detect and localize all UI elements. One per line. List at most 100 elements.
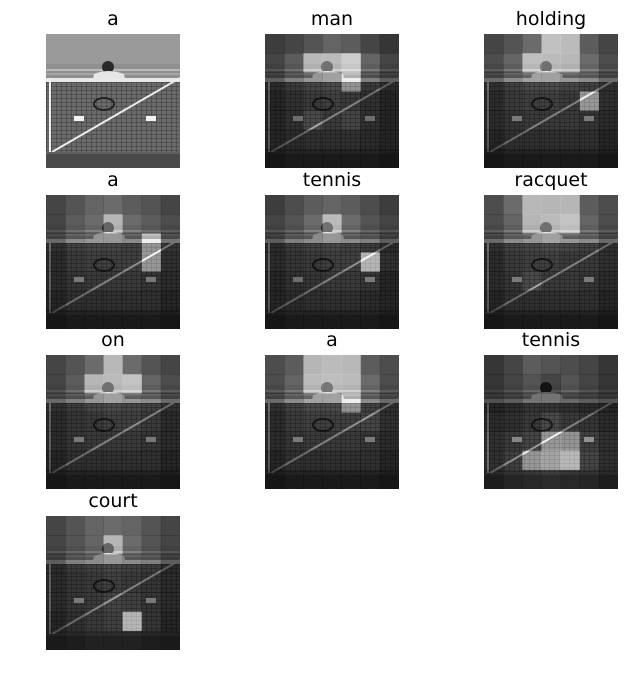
heat-cell	[103, 431, 123, 452]
heat-cell	[341, 72, 362, 92]
heat-cell	[84, 431, 104, 452]
heat-cell	[560, 252, 581, 272]
heat-cell	[579, 252, 600, 272]
heat-cell	[522, 91, 542, 111]
heat-cell	[141, 535, 162, 555]
heat-cell	[160, 630, 180, 650]
heat-cell	[598, 214, 618, 234]
heat-cell	[103, 393, 123, 413]
heat-cell	[265, 252, 285, 272]
heat-cell	[579, 129, 600, 150]
panel-word: on	[101, 329, 125, 351]
heat-cell	[522, 412, 542, 432]
heat-cell	[503, 129, 523, 150]
heat-cell	[379, 214, 399, 234]
heat-cell	[560, 148, 581, 168]
heat-cell	[265, 393, 285, 413]
heat-cell	[84, 309, 104, 329]
heat-cell	[141, 233, 162, 253]
heat-cell	[84, 271, 104, 292]
heat-cell	[379, 431, 399, 452]
heat-cell	[379, 355, 399, 375]
heat-cell	[65, 374, 85, 394]
heat-cell	[522, 290, 542, 311]
heat-cell	[141, 630, 162, 650]
heat-cell	[598, 195, 618, 215]
heat-cell	[65, 592, 85, 613]
heat-cell	[522, 431, 542, 452]
heat-cell	[103, 592, 123, 613]
heat-cell	[341, 355, 362, 375]
heat-cell	[160, 214, 180, 234]
heat-cell	[522, 450, 542, 471]
heat-cell	[284, 290, 304, 311]
heat-cell	[379, 309, 399, 329]
heat-cell	[503, 72, 523, 92]
heat-cell	[265, 290, 285, 311]
heat-cell	[360, 148, 381, 168]
heat-cell	[46, 535, 66, 555]
heat-cell	[265, 195, 285, 215]
heat-cell	[560, 53, 581, 73]
heat-cell	[360, 431, 381, 452]
heat-cell	[284, 233, 304, 253]
heat-cell	[103, 290, 123, 311]
heat-cell	[484, 412, 504, 432]
heat-cell	[284, 252, 304, 272]
heat-cell	[103, 309, 123, 329]
heat-cell	[484, 214, 504, 234]
heat-cell	[341, 91, 362, 111]
heat-cell	[560, 393, 581, 413]
heat-cell	[579, 110, 600, 131]
heat-cell	[141, 271, 162, 292]
heat-cell	[341, 450, 362, 471]
heat-cell	[341, 53, 362, 73]
heat-cell	[265, 469, 285, 489]
heat-cell	[46, 233, 66, 253]
heat-cell	[579, 91, 600, 111]
heat-cell	[360, 355, 381, 375]
heat-cell	[541, 252, 561, 272]
heat-cell	[598, 309, 618, 329]
heat-cell	[503, 393, 523, 413]
heat-cell	[303, 374, 323, 394]
heat-cell	[122, 233, 143, 253]
heat-cell	[46, 290, 66, 311]
heat-cell	[303, 148, 323, 168]
heat-cell	[303, 290, 323, 311]
heat-cell	[522, 110, 542, 131]
heat-cell	[84, 412, 104, 432]
heat-cell	[303, 252, 323, 272]
heat-cell	[122, 374, 143, 394]
heat-cell	[560, 412, 581, 432]
heat-cell	[484, 34, 504, 54]
heat-cell	[484, 431, 504, 452]
heat-cell	[560, 469, 581, 489]
heat-cell	[65, 271, 85, 292]
heat-cell	[84, 611, 104, 632]
heat-cell	[522, 129, 542, 150]
heat-cell	[303, 129, 323, 150]
heat-cell	[598, 412, 618, 432]
heat-cell	[141, 290, 162, 311]
heat-cell	[598, 72, 618, 92]
panel-word: tennis	[302, 169, 362, 191]
heat-cell	[522, 271, 542, 292]
heat-cell	[598, 374, 618, 394]
attention-image	[46, 34, 180, 168]
heat-cell	[322, 252, 342, 272]
heat-cell	[560, 450, 581, 471]
heat-cell	[579, 309, 600, 329]
heat-cell	[284, 195, 304, 215]
heat-cell	[541, 129, 561, 150]
heat-cell	[560, 129, 581, 150]
heat-cell	[560, 91, 581, 111]
heat-cell	[484, 110, 504, 131]
heat-cell	[541, 271, 561, 292]
heat-cell	[284, 355, 304, 375]
heat-cell	[46, 393, 66, 413]
heat-cell	[284, 129, 304, 150]
heat-cell	[284, 374, 304, 394]
heat-cell	[484, 129, 504, 150]
heat-cell	[579, 393, 600, 413]
